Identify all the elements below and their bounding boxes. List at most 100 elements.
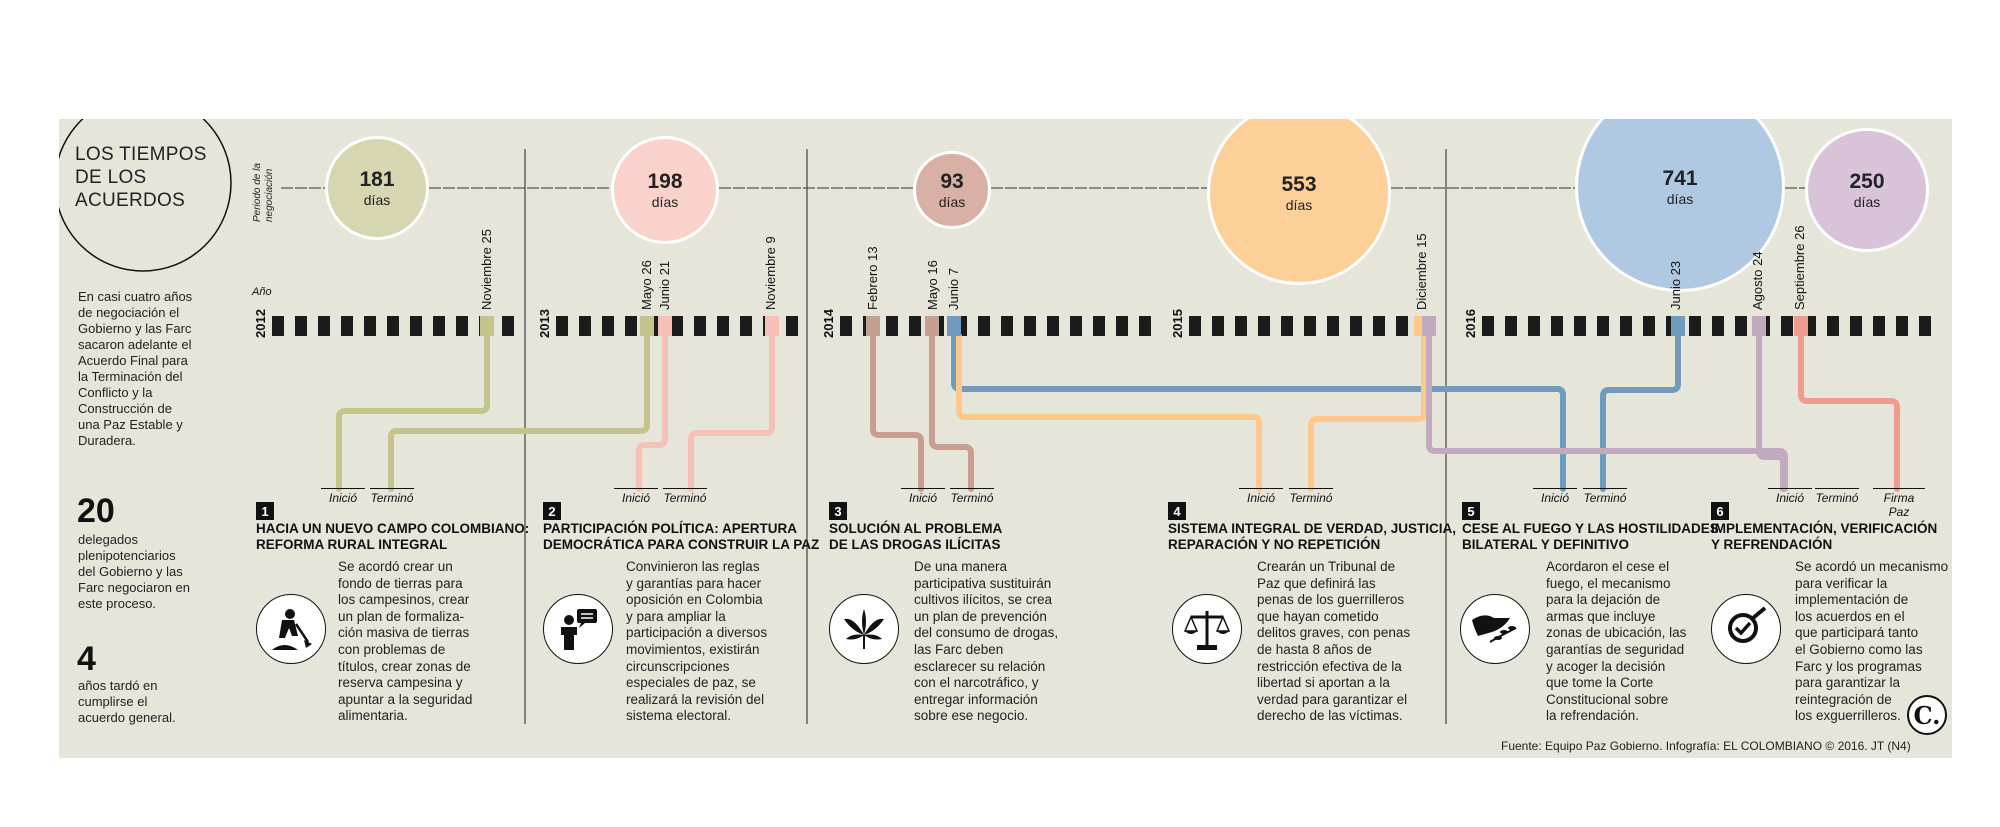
stat-delegates-text: delegados plenipotenciarios del Gobierno… — [78, 532, 191, 611]
month-marker-34 — [1116, 316, 1128, 336]
month-marker-3 — [341, 316, 353, 336]
endpoint-label-start-3: Inició — [901, 488, 945, 505]
section-body-6: Se acordó un mecanismo para verificar la… — [1795, 559, 1949, 724]
month-marker-41 — [1304, 316, 1316, 336]
month-marker-44 — [1373, 316, 1385, 336]
month-marker-57 — [1712, 316, 1724, 336]
month-marker-64 — [1873, 316, 1885, 336]
duration-circle-1: 181 días — [325, 136, 429, 240]
endpoint-label-peace-signing: Firma Paz — [1873, 488, 1925, 519]
date-marker-13 — [1422, 316, 1436, 336]
date-connector-path-1 — [336, 333, 490, 492]
el-colombiano-logo: C. — [1907, 695, 1947, 735]
month-marker-37 — [1212, 316, 1224, 336]
month-marker-38 — [1235, 316, 1247, 336]
speaker-podium-icon — [543, 594, 613, 664]
duration-circle-6: 250 días — [1805, 128, 1929, 252]
month-marker-25 — [909, 316, 921, 336]
date-marker-12 — [1794, 316, 1808, 336]
farmer-digging-icon — [256, 594, 326, 664]
source-credit: Fuente: Equipo Paz Gobierno. Infografía:… — [1501, 739, 1911, 753]
date-label-nov-25-2012: Noviembre 25 — [479, 229, 494, 310]
duration-circle-3: 93 días — [913, 151, 991, 229]
month-marker-12 — [579, 316, 591, 336]
date-connector-path-2 — [388, 333, 650, 492]
duration-value: 181 — [359, 167, 395, 191]
justice-scale-icon — [1172, 594, 1242, 664]
date-connector-path-3 — [636, 333, 668, 492]
endpoint-label-start-5: Inició — [1533, 488, 1577, 505]
month-marker-21 — [786, 316, 798, 336]
date-label-may-26-2013: Mayo 26 — [639, 260, 654, 310]
date-marker-3 — [658, 316, 672, 336]
duration-value: 250 — [1849, 169, 1885, 193]
duration-value: 93 — [940, 169, 964, 193]
month-marker-14 — [625, 316, 637, 336]
date-label-nov-9-2013: Noviembre 9 — [763, 236, 778, 310]
section-heading-3: SOLUCIÓN AL PROBLEMA DE LAS DROGAS ILÍCI… — [829, 521, 1003, 552]
section-body-3: De una manera participativa sustituirán … — [914, 559, 1059, 724]
month-marker-7 — [433, 316, 445, 336]
date-label-aug-24-2016: Agosto 24 — [1750, 251, 1765, 310]
dove-icon — [1460, 594, 1530, 664]
duration-unit: días — [1285, 196, 1313, 213]
month-marker-43 — [1350, 316, 1362, 336]
month-marker-54 — [1643, 316, 1655, 336]
month-marker-32 — [1070, 316, 1082, 336]
section-number-2: 2 — [543, 502, 561, 520]
month-marker-10 — [502, 316, 514, 336]
check-magnifier-icon — [1711, 594, 1781, 664]
section-number-1: 1 — [256, 502, 274, 520]
month-marker-22 — [840, 316, 852, 336]
month-marker-40 — [1281, 316, 1293, 336]
month-marker-6 — [410, 316, 422, 336]
month-marker-60 — [1781, 316, 1793, 336]
month-marker-42 — [1327, 316, 1339, 336]
duration-unit: días — [1853, 193, 1881, 210]
month-marker-62 — [1827, 316, 1839, 336]
year-label-2016: 2016 — [1463, 309, 1478, 338]
duration-value: 198 — [647, 169, 683, 193]
endpoint-label-end-5: Terminó — [1583, 488, 1627, 505]
duration-unit: días — [938, 193, 966, 210]
endpoint-label-end-2: Terminó — [663, 488, 707, 505]
section-heading-2: PARTICIPACIÓN POLÍTICA: APERTURA DEMOCRÁ… — [543, 521, 820, 552]
date-marker-4 — [765, 316, 779, 336]
endpoint-label-end-6: Terminó — [1815, 488, 1859, 505]
year-label-2014: 2014 — [821, 309, 836, 338]
year-label-2013: 2013 — [537, 309, 552, 338]
duration-circle-5: 741 días — [1575, 119, 1785, 292]
endpoint-label-end-3: Terminó — [950, 488, 994, 505]
month-marker-19 — [740, 316, 752, 336]
date-connector-path-13 — [1426, 333, 1788, 492]
duration-value: 553 — [1281, 172, 1317, 196]
date-connector-path-11 — [1756, 333, 1786, 492]
section-body-1: Se acordó crear un fondo de tierras para… — [338, 559, 473, 724]
section-body-2: Convinieron las reglas y garantías para … — [626, 559, 768, 724]
month-marker-29 — [1001, 316, 1013, 336]
month-marker-5 — [387, 316, 399, 336]
date-marker-5 — [866, 316, 880, 336]
month-marker-50 — [1551, 316, 1563, 336]
date-label-jun-23-2016: Junio 23 — [1668, 260, 1683, 310]
year-label-2012: 2012 — [253, 309, 268, 338]
month-marker-24 — [886, 316, 898, 336]
month-marker-31 — [1047, 316, 1059, 336]
section-number-4: 4 — [1168, 502, 1186, 520]
month-marker-13 — [602, 316, 614, 336]
month-marker-56 — [1689, 316, 1701, 336]
date-marker-7 — [947, 316, 961, 336]
section-number-3: 3 — [829, 502, 847, 520]
stat-delegates-number: 20 — [77, 492, 115, 530]
month-marker-47 — [1482, 316, 1494, 336]
date-marker-1 — [480, 316, 494, 336]
section-number-5: 5 — [1462, 502, 1480, 520]
month-marker-65 — [1896, 316, 1908, 336]
stat-years-text: años tardó en cumplirse el acuerdo gener… — [78, 678, 176, 725]
intro-text: En casi cuatro años de negociación el Go… — [78, 289, 193, 448]
section-body-5: Acordaron el cese el fuego, el mecanismo… — [1546, 559, 1687, 724]
date-marker-6 — [925, 316, 939, 336]
year-axis-label: Año — [252, 286, 272, 298]
month-marker-63 — [1850, 316, 1862, 336]
date-label-jun-7-2014: Junio 7 — [946, 268, 961, 310]
